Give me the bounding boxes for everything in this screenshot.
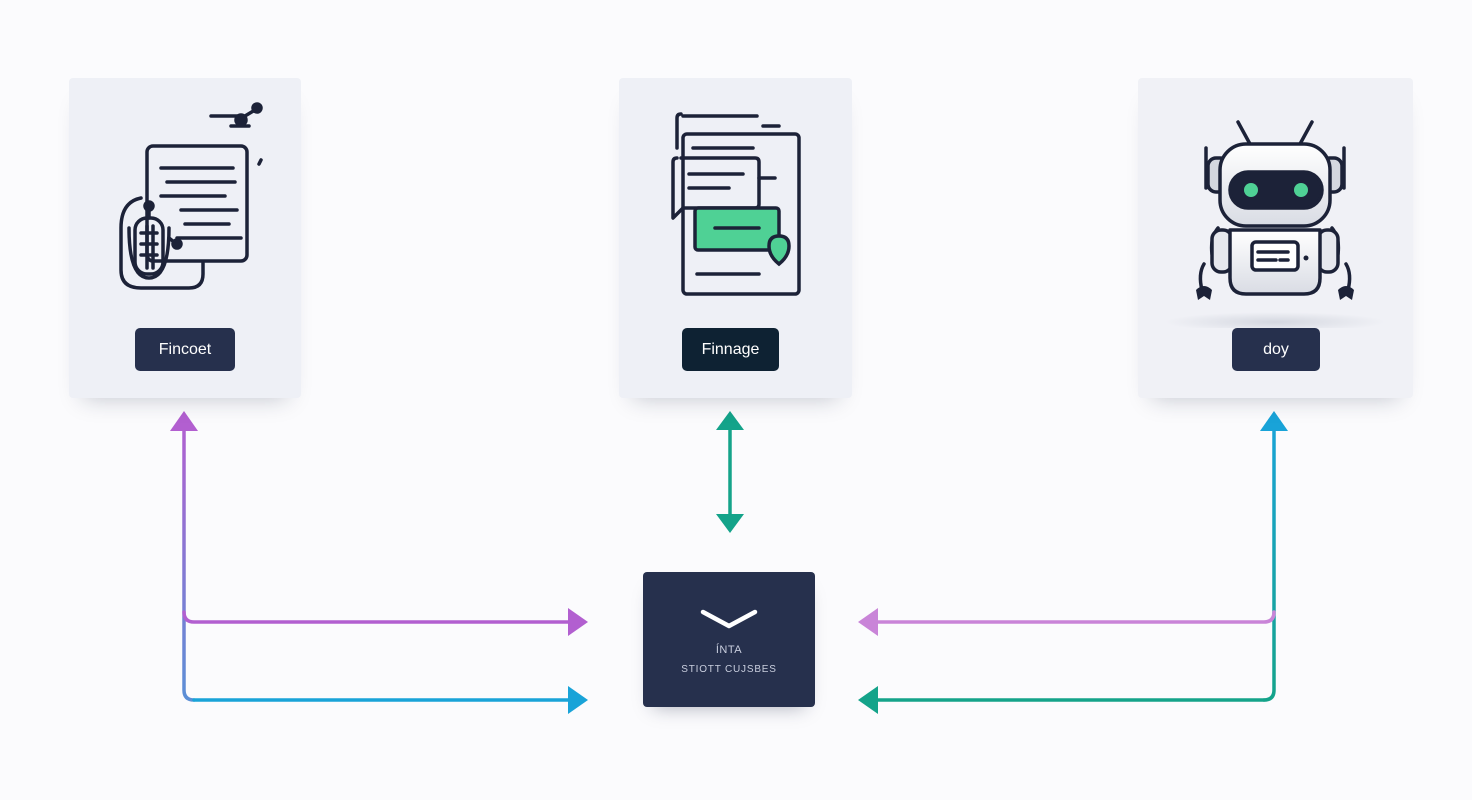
right-purple-connector <box>872 610 1276 624</box>
left-purple-connector <box>182 610 574 624</box>
card-right-label[interactable]: doy <box>1232 328 1320 371</box>
card-left-label[interactable]: Fincoet <box>135 328 235 371</box>
card-left: Fincoet <box>69 78 301 398</box>
right-vertical-connector <box>1262 424 1276 702</box>
hub-box[interactable]: ÍNTA STIOTT CUJSBES <box>643 572 815 707</box>
arrowhead-left-purple <box>568 608 588 636</box>
robot-icon <box>1165 120 1385 328</box>
arrowhead-right-purple <box>858 608 878 636</box>
card-right: doy <box>1138 78 1413 398</box>
arrowhead-middle-up <box>716 411 744 430</box>
chevron-down-icon <box>700 609 758 629</box>
arrowhead-right-green <box>858 686 878 714</box>
document-microphone-icon <box>119 102 263 290</box>
hub-title: ÍNTA <box>715 644 743 656</box>
left-vertical-connector <box>182 424 196 702</box>
arrowhead-left-up <box>170 411 198 431</box>
arrowhead-middle-down <box>716 514 744 533</box>
hub-subtitle: STIOTT CUJSBES <box>681 664 777 675</box>
chat-documents-icon <box>671 112 801 296</box>
arrowhead-right-up <box>1260 411 1288 431</box>
arrowhead-left-blue <box>568 686 588 714</box>
card-middle-label[interactable]: Finnage <box>682 328 779 371</box>
card-middle: Finnage <box>619 78 852 398</box>
